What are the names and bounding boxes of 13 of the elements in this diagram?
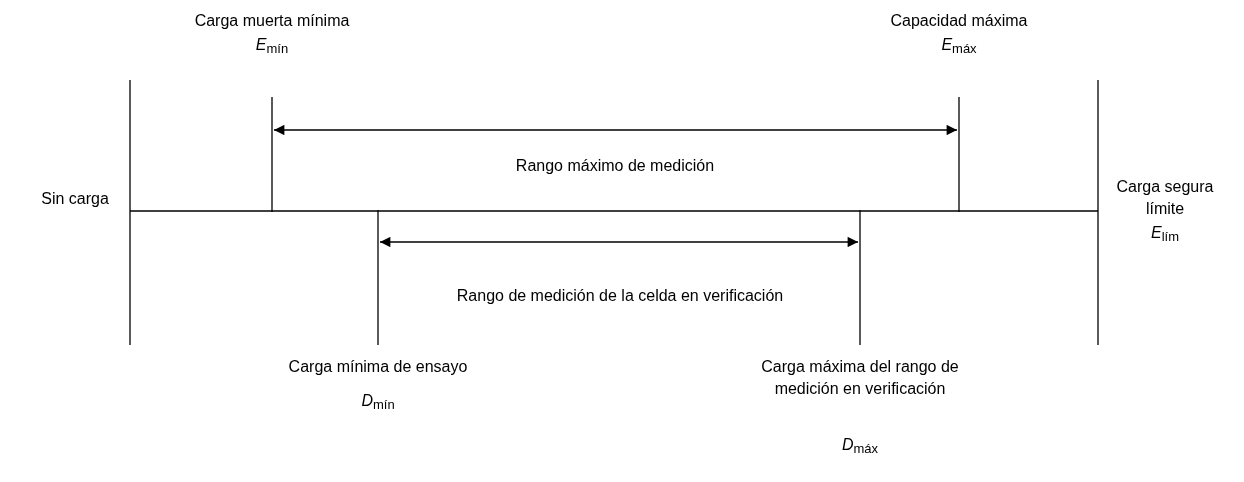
symbol-label: D$_{máx}$ <box>840 435 880 458</box>
range-label: Rango máximo de medición <box>514 156 716 176</box>
symbol-label: D$_{mín}$ <box>360 391 396 414</box>
range-label: Rango de medición de la celda en verificación <box>455 286 785 306</box>
symbol-label: E$_{mín}$ <box>254 35 290 58</box>
point-label: Carga segura límite <box>1115 177 1215 219</box>
point-label: Carga mínima de ensayo <box>287 357 469 377</box>
point-label: Capacidad máxima <box>889 11 1029 31</box>
point-label: Carga máxima del rango de medición en verificación <box>760 357 960 399</box>
point-label: Carga muerta mínima <box>193 11 351 31</box>
symbol-label: E$_{lím}$ <box>1150 223 1180 246</box>
point-label: Sin carga <box>40 189 110 209</box>
symbol-label: E$_{máx}$ <box>940 35 978 58</box>
